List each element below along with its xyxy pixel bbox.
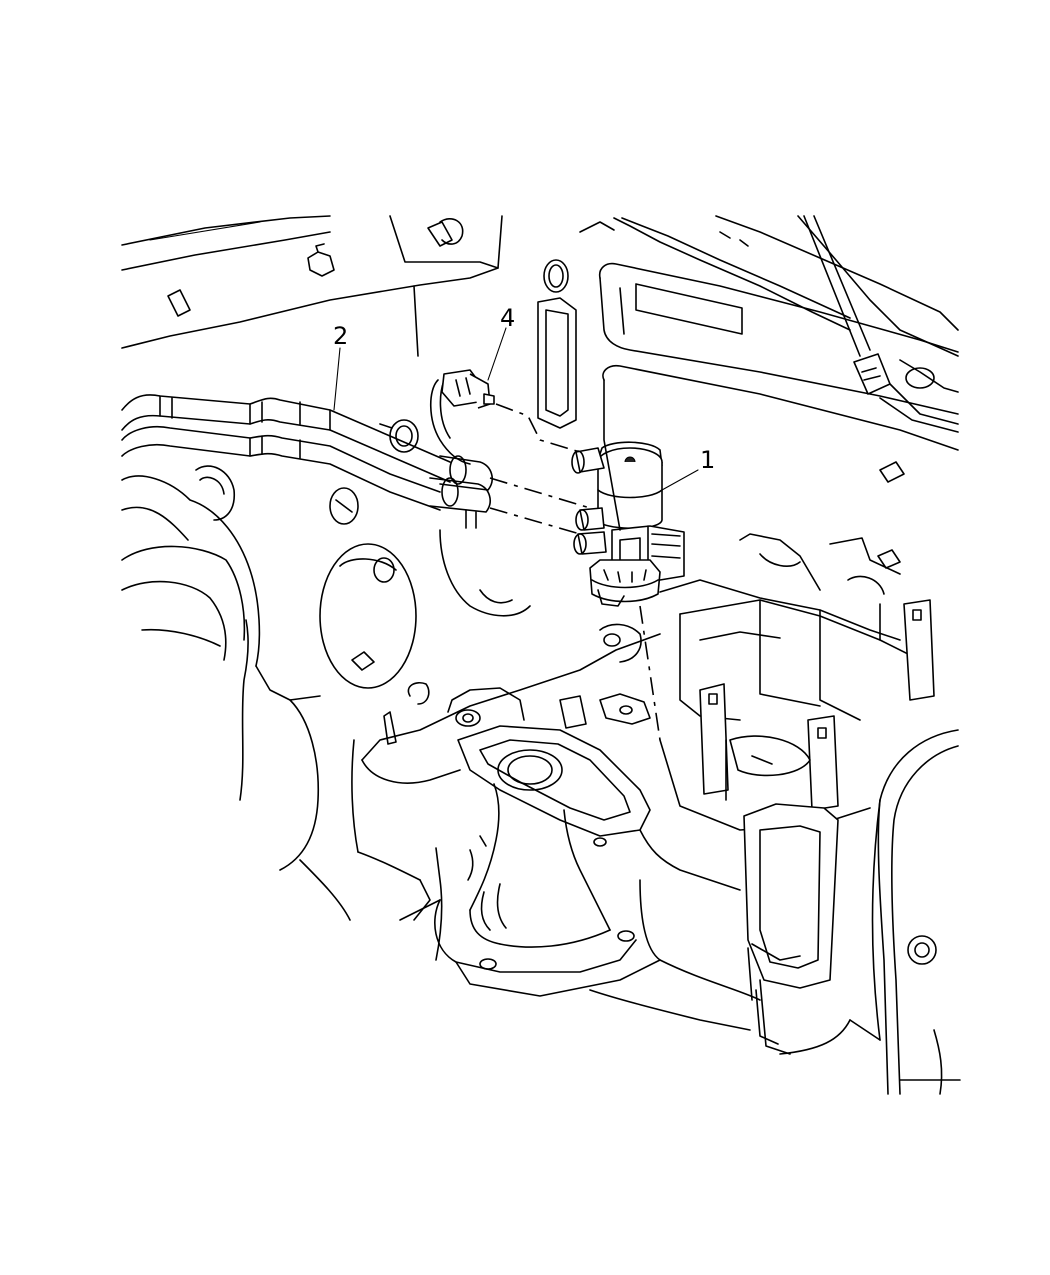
left-strut-tower <box>121 465 531 871</box>
callout-label-4: 4 <box>500 304 515 332</box>
leader-2 <box>333 347 341 411</box>
leader-4 <box>487 327 507 381</box>
hose-assembly <box>121 394 493 529</box>
right-wheel-housing <box>871 729 961 1095</box>
electrical-connector <box>429 369 495 465</box>
lower-frame-rail <box>299 739 881 1041</box>
callout-leaders <box>333 327 699 491</box>
vacuum-solenoid-valve <box>571 441 685 607</box>
callout-label-2: 2 <box>333 322 348 350</box>
callout-label-1: 1 <box>700 446 715 474</box>
upper-left-body-panel <box>121 215 503 357</box>
leader-1 <box>661 469 699 491</box>
assembly-guide-lines <box>489 403 661 741</box>
crossmember <box>361 623 661 997</box>
battery-tray-frame <box>659 533 935 831</box>
callout-labels: 2 4 1 <box>333 304 715 474</box>
cowl-panel <box>537 215 959 569</box>
front-support-bracket <box>743 803 851 1055</box>
